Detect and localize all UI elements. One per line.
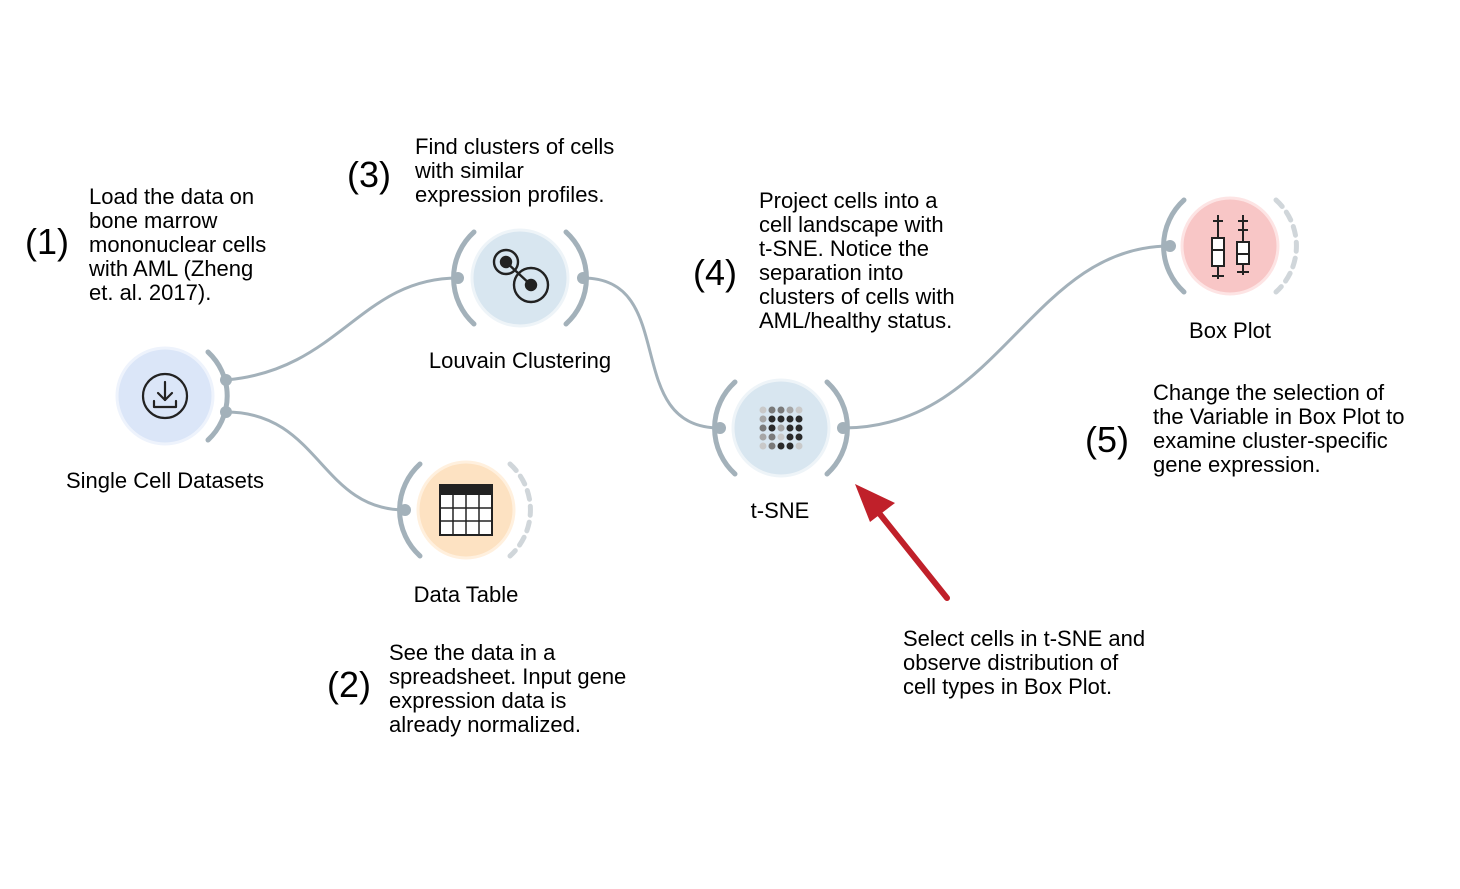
tsne-icon-dot	[795, 424, 803, 432]
tsne-icon-dot	[759, 424, 767, 432]
annotation-3-text: Find clusters of cells with similar expr…	[415, 134, 615, 207]
tsne-icon-dot	[777, 424, 785, 432]
tsne-icon-dot	[795, 415, 803, 423]
step-number-1: (1)	[25, 221, 69, 262]
tsne-icon-dot	[786, 415, 794, 423]
widget-label-box-plot: Box Plot	[1189, 318, 1271, 343]
tsne-icon-dot	[768, 442, 776, 450]
tsne-icon-dot	[786, 406, 794, 414]
tsne-icon-dot	[768, 415, 776, 423]
annotation-4-text: Project cells into a cell landscape with…	[759, 188, 955, 333]
table-icon	[439, 484, 493, 536]
tsne-icon-dot	[759, 415, 767, 423]
tsne-icon-dot	[777, 433, 785, 441]
tsne-icon-dot	[759, 442, 767, 450]
tsne-icon-dot	[759, 406, 767, 414]
tsne-icon-dot	[777, 415, 785, 423]
widget-label-data-table: Data Table	[413, 582, 519, 607]
step-number-5: (5)	[1085, 419, 1129, 460]
step-number-2: (2)	[327, 664, 371, 705]
tsne-icon-dot	[795, 442, 803, 450]
callout-text: Select cells in t-SNE and observe distri…	[903, 626, 1146, 699]
link-louvain-to-tsne	[582, 276, 721, 430]
tsne-icon-dot	[768, 424, 776, 432]
step-number-4: (4)	[693, 252, 737, 293]
tsne-icon-dot	[795, 433, 803, 441]
callout-arrow	[855, 484, 950, 601]
widget-box-plot[interactable]	[1161, 196, 1299, 296]
tsne-icon-dot	[777, 442, 785, 450]
widget-label-single-cell-datasets: Single Cell Datasets	[65, 468, 265, 493]
tsne-icon-dot	[777, 406, 785, 414]
tsne-icon-dot	[759, 433, 767, 441]
widget-t-sne[interactable]	[712, 378, 850, 478]
tsne-icon-dot	[768, 433, 776, 441]
tsne-icon-dot	[786, 442, 794, 450]
widget-single-cell-datasets[interactable]	[115, 346, 232, 446]
tsne-icon-dot	[795, 406, 803, 414]
link-datasets-to-louvain	[225, 276, 459, 382]
step-number-3: (3)	[347, 154, 391, 195]
annotation-5-text: Change the selection of the Variable in …	[1153, 380, 1405, 477]
download-icon	[141, 372, 189, 420]
tsne-icon-dot	[786, 424, 794, 432]
tsne-icon-dot	[786, 433, 794, 441]
widget-label-t-sne: t-SNE	[750, 498, 810, 523]
widget-data-table[interactable]	[397, 460, 533, 560]
annotation-2-text: See the data in a spreadsheet. Input gen…	[389, 640, 627, 737]
box-plot-icon	[1211, 215, 1250, 279]
widget-label-louvain-clustering: Louvain Clustering	[428, 348, 612, 373]
tsne-icon-dot	[768, 406, 776, 414]
annotation-1-text: Load the data on bone marrow mononuclear…	[89, 184, 267, 305]
widget-louvain-clustering[interactable]	[451, 228, 589, 328]
dot-matrix-icon	[759, 406, 803, 450]
link-tsne-to-box-plot	[842, 244, 1171, 430]
clustering-icon	[492, 248, 550, 304]
link-datasets-to-data-table	[225, 410, 406, 512]
